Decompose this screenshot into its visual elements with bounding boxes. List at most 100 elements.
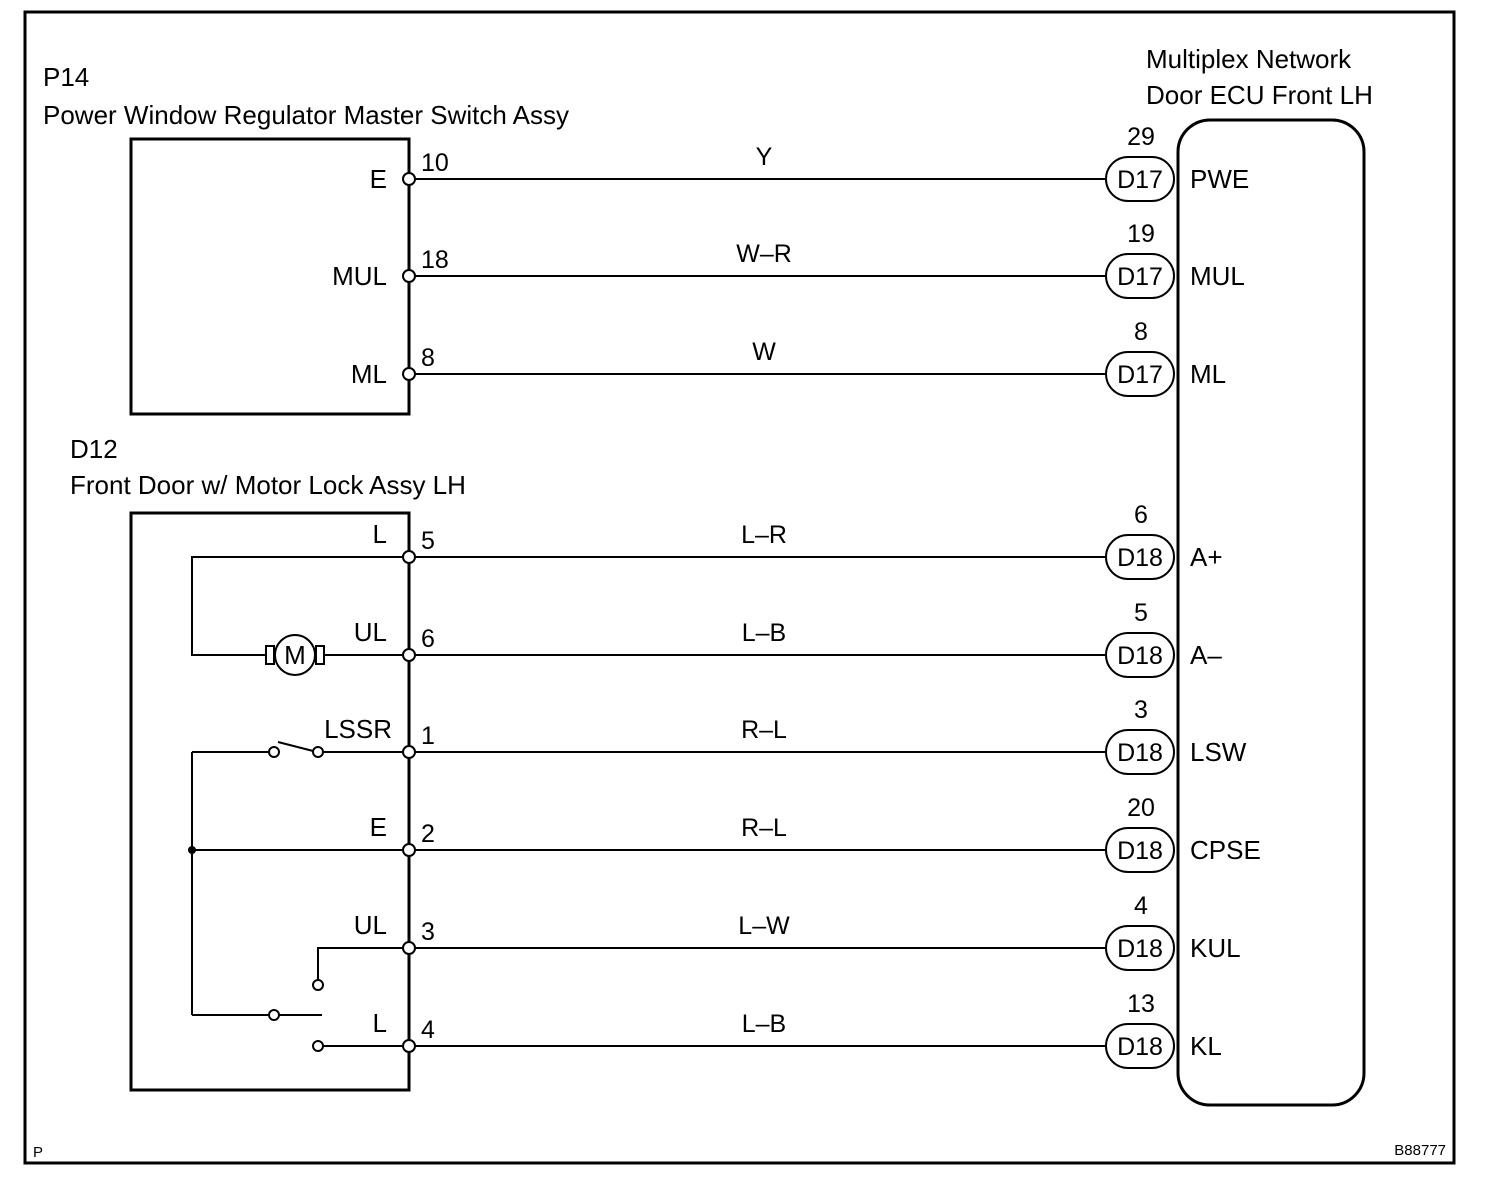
connector-oval xyxy=(1105,351,1175,397)
pin-terminal xyxy=(402,269,416,283)
connector-oval xyxy=(1105,253,1175,299)
ecu-signal-label: A– xyxy=(1190,640,1222,670)
connector-code: D18 xyxy=(1117,544,1163,572)
ecu-box xyxy=(1176,118,1366,1107)
wire-color-label: R–L xyxy=(741,814,787,842)
ecu-signal-label: PWE xyxy=(1190,164,1249,194)
motor-body xyxy=(274,634,316,676)
ecu-pin-number: 4 xyxy=(1134,892,1148,920)
ecu-pin-number: 6 xyxy=(1134,501,1148,529)
connector-oval xyxy=(1105,729,1175,775)
pin-signal-label: E xyxy=(370,812,387,842)
pin-signal-label: MUL xyxy=(332,261,387,291)
pin-number: 5 xyxy=(421,527,435,555)
d12-ul-wire xyxy=(317,947,409,980)
pin-number: 18 xyxy=(421,246,449,274)
motor-label: M xyxy=(284,640,306,670)
pin-number: 6 xyxy=(421,625,435,653)
motor-symbol: M xyxy=(265,634,325,676)
wire-color-label: L–B xyxy=(742,1010,786,1038)
pin-number: 1 xyxy=(421,722,435,750)
connector-code: D18 xyxy=(1117,739,1163,767)
motor-brush-left xyxy=(265,645,275,665)
wire-color-label: L–W xyxy=(738,912,790,940)
ecu-signal-label: LSW xyxy=(1190,737,1247,767)
d12-name: Front Door w/ Motor Lock Assy LH xyxy=(70,470,466,500)
d12-component: D12 Front Door w/ Motor Lock Assy LH M xyxy=(70,434,466,1092)
lssr-switch-blade xyxy=(277,741,318,753)
lssr-switch-contact-b xyxy=(312,746,324,758)
wire-color-label: Y xyxy=(756,143,773,171)
connector-code: D18 xyxy=(1117,935,1163,963)
key-switch-pivot xyxy=(268,1009,280,1021)
pin-signal-label: E xyxy=(370,164,387,194)
ecu-title-line2: Door ECU Front LH xyxy=(1146,80,1373,110)
wire-color-label: W xyxy=(752,338,776,366)
ecu-pin-number: 5 xyxy=(1134,599,1148,627)
wire-color-label: L–R xyxy=(741,521,787,549)
key-switch-l-contact xyxy=(312,1040,324,1052)
d12-box xyxy=(129,511,411,1092)
ecu-title-line1: Multiplex Network xyxy=(1146,44,1352,74)
ecu-signal-label: MUL xyxy=(1190,261,1245,291)
wire-color-label: L–B xyxy=(742,619,786,647)
ecu-signal-label: KUL xyxy=(1190,933,1241,963)
ecu-signal-label: KL xyxy=(1190,1031,1222,1061)
connector-code: D18 xyxy=(1117,837,1163,865)
connector-oval xyxy=(1105,534,1175,580)
p14-component: P14 Power Window Regulator Master Switch… xyxy=(43,62,569,416)
pin-terminal xyxy=(402,745,416,759)
p14-name: Power Window Regulator Master Switch Ass… xyxy=(43,100,569,130)
pin-terminal xyxy=(402,1039,416,1053)
connector-oval xyxy=(1105,156,1175,202)
connector-oval xyxy=(1105,925,1175,971)
connector-code: D18 xyxy=(1117,1033,1163,1061)
connector-code: D17 xyxy=(1117,166,1163,194)
footer-code: B88777 xyxy=(1394,1142,1446,1159)
wire-color-label: W–R xyxy=(736,240,792,268)
pin-signal-label: UL xyxy=(354,910,387,940)
d12-motor-wire-a xyxy=(191,556,409,656)
splice-dot xyxy=(188,846,196,854)
pin-terminal xyxy=(402,550,416,564)
ecu-pin-number: 3 xyxy=(1134,696,1148,724)
pin-signal-label: UL xyxy=(354,617,387,647)
connector-code: D17 xyxy=(1117,263,1163,291)
footer-left: P xyxy=(33,1144,43,1161)
pin-terminal xyxy=(402,843,416,857)
ecu-component: Multiplex Network Door ECU Front LH xyxy=(1146,44,1373,1107)
wire-color-label: R–L xyxy=(741,716,787,744)
pin-number: 2 xyxy=(421,820,435,848)
pin-terminal xyxy=(402,941,416,955)
pin-terminal xyxy=(402,172,416,186)
connector-oval xyxy=(1105,827,1175,873)
pin-signal-label: LSSR xyxy=(324,714,392,744)
ecu-pin-number: 29 xyxy=(1127,123,1155,151)
pin-terminal xyxy=(402,648,416,662)
d12-code: D12 xyxy=(70,434,118,464)
pin-signal-label: ML xyxy=(351,359,387,389)
p14-code: P14 xyxy=(43,62,89,92)
ecu-pin-number: 13 xyxy=(1127,990,1155,1018)
pin-number: 3 xyxy=(421,918,435,946)
connector-oval xyxy=(1105,632,1175,678)
pin-number: 4 xyxy=(421,1016,435,1044)
pin-terminal xyxy=(402,367,416,381)
motor-brush-right xyxy=(315,645,325,665)
pin-number: 10 xyxy=(421,149,449,177)
ecu-pin-number: 8 xyxy=(1134,318,1148,346)
connector-oval xyxy=(1105,1023,1175,1069)
diagram-frame xyxy=(23,10,1456,1165)
key-switch-ul-contact xyxy=(312,979,324,991)
connector-code: D18 xyxy=(1117,642,1163,670)
pin-number: 8 xyxy=(421,344,435,372)
ecu-pin-number: 20 xyxy=(1127,794,1155,822)
connector-code: D17 xyxy=(1117,361,1163,389)
pin-signal-label: L xyxy=(373,519,387,549)
ecu-signal-label: A+ xyxy=(1190,542,1223,572)
ecu-signal-label: CPSE xyxy=(1190,835,1261,865)
ecu-pin-number: 19 xyxy=(1127,220,1155,248)
ecu-signal-label: ML xyxy=(1190,359,1226,389)
